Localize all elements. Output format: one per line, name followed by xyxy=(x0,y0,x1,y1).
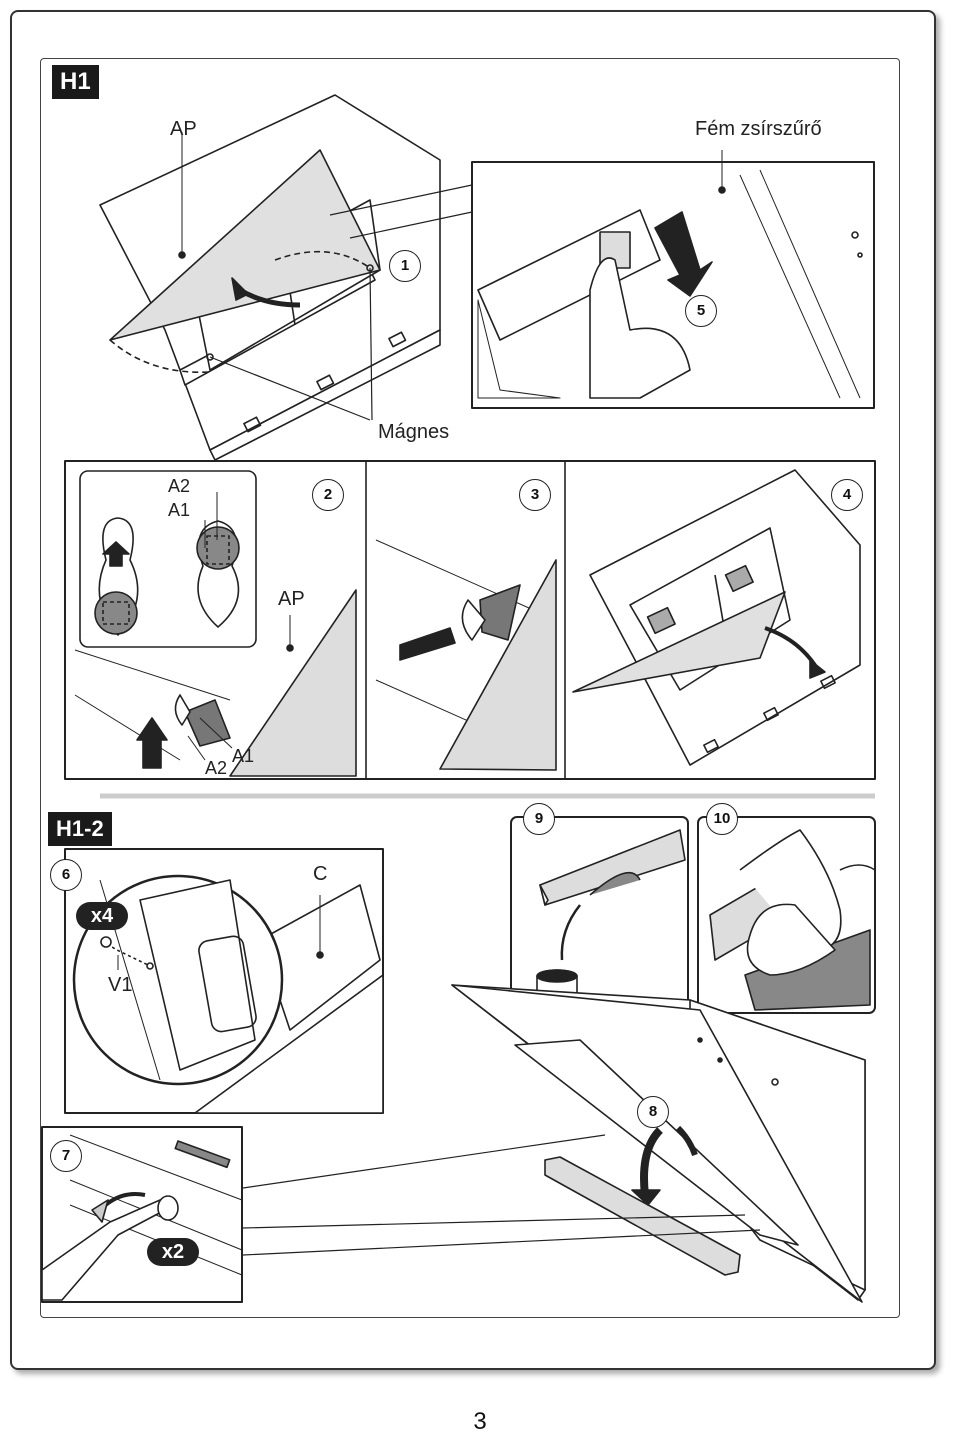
step-number-2: 2 xyxy=(312,479,344,511)
step-number-9: 9 xyxy=(523,803,555,835)
label-a1-panel2: A1 xyxy=(232,746,255,766)
label-a1-inset: A1 xyxy=(168,500,191,520)
step-number-7: 7 xyxy=(50,1140,82,1172)
label-c: C xyxy=(313,863,328,885)
hood-with-filter-panel-illustration xyxy=(99,94,441,461)
step-number-8: 8 xyxy=(637,1096,669,1128)
panel-4-hood-open-illustration xyxy=(572,469,861,766)
panel-10-filter-cleaning xyxy=(697,816,876,1014)
step-number-5: 5 xyxy=(685,295,717,327)
hood-filter-removal-illustration xyxy=(451,984,866,1303)
label-ap-panel2: AP xyxy=(278,588,305,610)
label-magnet: Mágnes xyxy=(378,421,450,443)
section-tag-h1: H1 xyxy=(52,65,99,99)
label-metal-grease-filter: Fém zsírszűrő xyxy=(695,118,822,140)
label-v1: V1 xyxy=(108,974,133,996)
panel-6-screw-detail xyxy=(64,848,384,1114)
label-oil: OIL xyxy=(540,994,562,1009)
label-a2-panel2: A2 xyxy=(205,758,228,778)
quantity-badge-x2: x2 xyxy=(147,1238,199,1266)
step-number-4: 4 xyxy=(831,479,863,511)
step-number-3: 3 xyxy=(519,479,551,511)
quantity-badge-x4: x4 xyxy=(76,902,128,930)
step-number-10: 10 xyxy=(706,803,738,835)
step-number-6: 6 xyxy=(50,859,82,891)
label-ap-top: AP xyxy=(170,118,197,140)
panel-9-oil-drain xyxy=(510,816,689,1014)
panel-2-key-slot-illustration xyxy=(74,470,357,777)
filter-latch-detail xyxy=(471,150,875,409)
panel-3-release-illustration xyxy=(375,539,557,771)
manual-content-frame xyxy=(40,58,900,1318)
section-tag-h1-2: H1-2 xyxy=(48,812,112,846)
page-number: 3 xyxy=(473,1408,487,1435)
label-a2-inset: A2 xyxy=(168,476,191,496)
step-number-1: 1 xyxy=(389,250,421,282)
